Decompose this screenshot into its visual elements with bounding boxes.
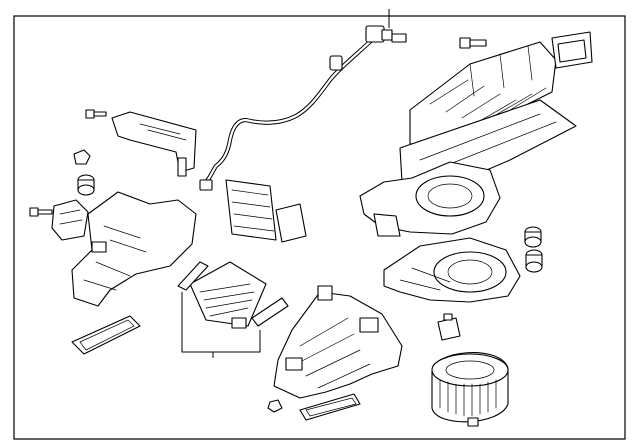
actuator-left <box>51 199 89 241</box>
bolt-left-lower <box>29 207 53 217</box>
heater-case-center <box>273 285 403 399</box>
grommet-left <box>77 174 95 196</box>
gasket-bottom <box>299 393 361 421</box>
actuator-bottom <box>437 313 461 341</box>
heater-core-leader <box>181 292 261 358</box>
bolt-top-left <box>85 109 107 119</box>
mounting-bracket <box>111 111 197 177</box>
blower-housing-lower <box>383 237 521 303</box>
bolts-and-clips <box>29 37 543 413</box>
heater-case-left <box>71 191 197 307</box>
seal-gaskets <box>71 315 361 421</box>
wiring-harness <box>199 18 407 191</box>
clip-bottom <box>267 399 283 413</box>
blower-motor-resistor <box>225 179 307 243</box>
heater-core <box>177 261 289 329</box>
gasket-left <box>71 315 141 355</box>
actuators <box>51 199 461 341</box>
blower-motor-wheel <box>431 352 509 427</box>
blower-housing-upper <box>359 161 501 237</box>
clip-left <box>73 149 91 165</box>
diagram-frame <box>13 9 626 440</box>
bolt-top-right <box>459 37 487 49</box>
grommet-right <box>524 226 543 273</box>
